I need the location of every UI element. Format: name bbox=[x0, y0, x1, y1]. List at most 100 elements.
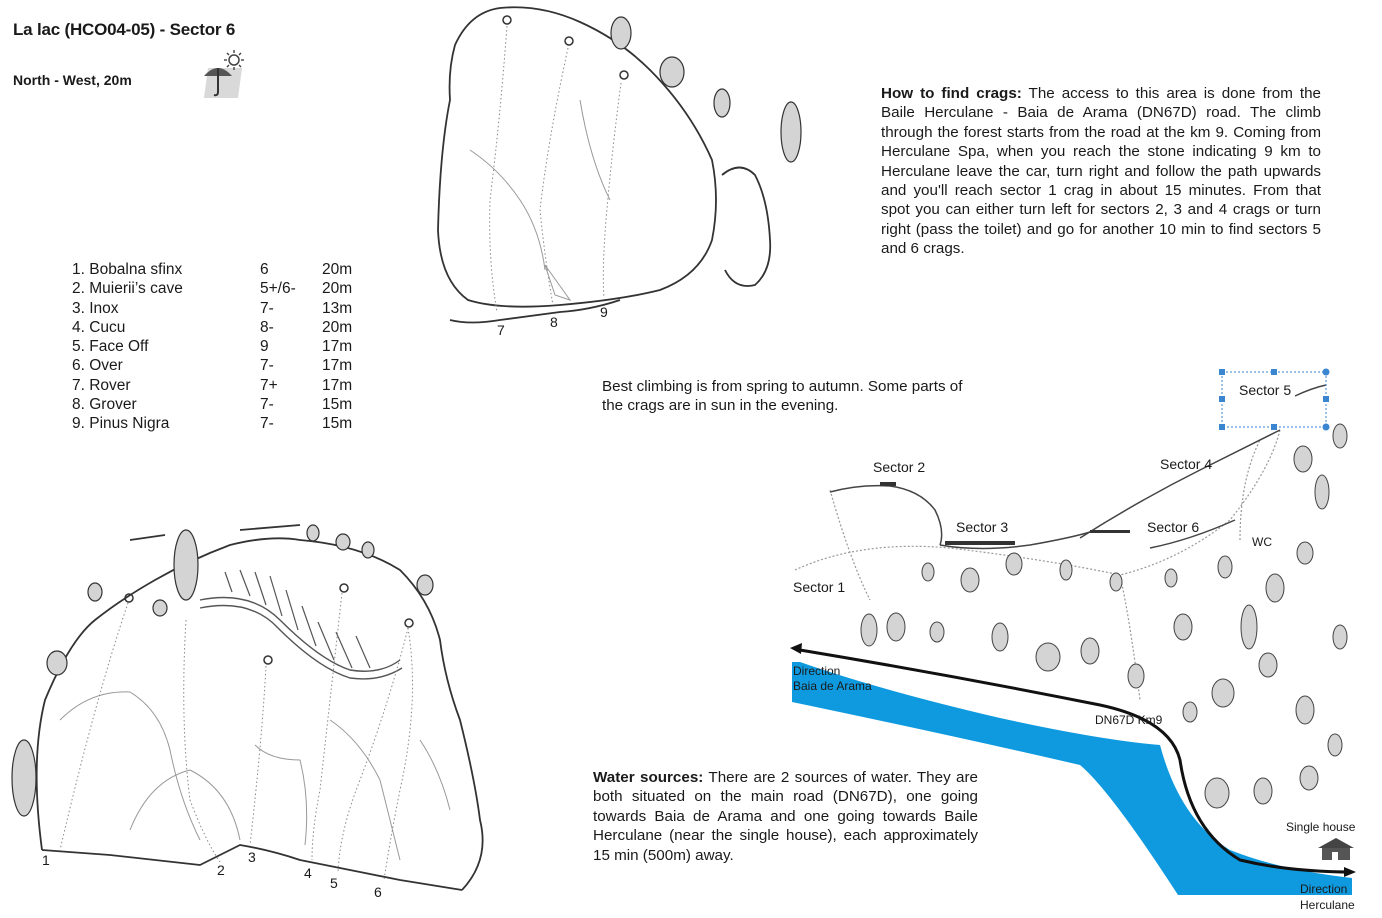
route-length: 20m bbox=[322, 318, 353, 336]
upper-route-lines bbox=[489, 25, 622, 313]
selection-handle-icon bbox=[1322, 368, 1330, 376]
route-grade: 6 bbox=[260, 261, 269, 278]
tree-icon bbox=[929, 621, 945, 643]
tree-icon bbox=[11, 739, 37, 817]
route-number-label: 7 bbox=[497, 322, 505, 338]
access-paths bbox=[794, 429, 1281, 701]
crag-highlights bbox=[880, 482, 1130, 545]
route-length: 17m bbox=[322, 376, 353, 394]
tree-icon bbox=[960, 567, 980, 593]
tree-icon bbox=[713, 88, 731, 118]
route-grade: 7- bbox=[260, 299, 274, 317]
tree-icon bbox=[361, 541, 375, 559]
tree-icon bbox=[1240, 604, 1258, 650]
how-to-find-heading: How to find crags: bbox=[881, 85, 1022, 102]
direction-baia-label-1: Direction bbox=[793, 664, 840, 678]
route-length: 17m bbox=[322, 338, 353, 356]
tree-icon bbox=[1327, 733, 1343, 757]
selection-handle-icon bbox=[1219, 396, 1225, 402]
lower-ledge-band bbox=[199, 596, 403, 680]
direction-herculane-label-1: Direction bbox=[1300, 882, 1347, 896]
route-table: 1. Bobalna sfinx 6 20m 2. Muierii’s cave 5+… bbox=[72, 260, 352, 434]
route-name: 7. Rover bbox=[72, 376, 131, 394]
sector-5-selection-box bbox=[1219, 368, 1330, 431]
anchor-icon bbox=[404, 618, 414, 628]
tree-icon bbox=[1332, 423, 1348, 449]
tree-icon bbox=[1314, 474, 1330, 510]
aspect-subtitle: North - West, 20m bbox=[13, 72, 132, 88]
best-climbing-paragraph: Best climbing is from spring to autumn. … bbox=[602, 378, 963, 415]
route-length: 17m bbox=[322, 357, 353, 375]
tree-icon bbox=[1296, 541, 1314, 565]
road-km-label: DN67D Km9 bbox=[1095, 713, 1163, 727]
anchor-icon bbox=[124, 593, 134, 603]
selection-handle-icon bbox=[1271, 369, 1277, 375]
selection-handle-icon bbox=[1322, 423, 1330, 431]
route-name: 1. Bobalna sfinx bbox=[72, 261, 183, 278]
sun-icon bbox=[224, 50, 244, 70]
route-name: 5. Face Off bbox=[72, 338, 149, 356]
route-number-label: 4 bbox=[304, 865, 312, 881]
tree-icon bbox=[659, 56, 685, 88]
direction-herculane-label-2: Herculane bbox=[1300, 898, 1355, 912]
tree-icon bbox=[780, 101, 802, 163]
route-grade: 7+ bbox=[260, 376, 278, 394]
tree-icon bbox=[1164, 568, 1178, 588]
tree-icon bbox=[416, 574, 434, 596]
route-name: 3. Inox bbox=[72, 299, 119, 317]
tree-icon bbox=[1109, 572, 1123, 592]
tree-icon bbox=[87, 582, 103, 602]
route-length: 15m bbox=[322, 415, 353, 433]
lower-anchor-icons bbox=[124, 583, 414, 665]
route-row: 1. Bobalna sfinx 6 20m bbox=[72, 260, 352, 279]
anchor-icon bbox=[502, 15, 512, 25]
route-name: 6. Over bbox=[72, 357, 123, 375]
route-name: 4. Cucu bbox=[72, 318, 126, 336]
water-sources-paragraph: Water sources: There are 2 sources of wa… bbox=[593, 768, 978, 865]
wc-label: WC bbox=[1252, 535, 1272, 549]
route-number-label: 5 bbox=[330, 875, 338, 891]
selection-handle-icon bbox=[1323, 396, 1329, 402]
upper-anchor-icons bbox=[502, 15, 629, 80]
how-to-find-paragraph: How to find crags: The access to this ar… bbox=[881, 84, 1321, 259]
route-grade: 7- bbox=[260, 396, 274, 414]
route-name: 2. Muierii’s cave bbox=[72, 280, 183, 298]
tree-icon bbox=[1080, 637, 1100, 665]
tree-icon bbox=[1295, 695, 1315, 725]
upper-crag-outline bbox=[437, 6, 772, 324]
anchor-icon bbox=[619, 70, 629, 80]
lower-tree-icons bbox=[11, 524, 434, 817]
tree-icon bbox=[1059, 559, 1073, 581]
tree-icon bbox=[335, 533, 351, 551]
route-row: 7. Rover 7+ 17m bbox=[72, 376, 352, 395]
route-number-label: 1 bbox=[42, 852, 50, 868]
tree-icon bbox=[173, 529, 199, 601]
single-house-label: Single house bbox=[1286, 820, 1356, 834]
tree-icon bbox=[1253, 777, 1273, 805]
route-number-label: 8 bbox=[550, 314, 558, 330]
tree-icon bbox=[152, 599, 168, 617]
sector-3-label: Sector 3 bbox=[956, 519, 1008, 535]
sector-4-label: Sector 4 bbox=[1160, 456, 1212, 472]
tree-icon bbox=[1005, 552, 1023, 576]
map-tree-icons bbox=[860, 423, 1348, 809]
tree-icon bbox=[1258, 652, 1278, 678]
tree-icon bbox=[1211, 678, 1235, 708]
tree-icon bbox=[46, 650, 68, 676]
tree-icon bbox=[1035, 642, 1061, 672]
route-number-label: 2 bbox=[217, 862, 225, 878]
route-grade: 5+/6- bbox=[260, 280, 296, 298]
route-number-label: 9 bbox=[600, 304, 608, 320]
lower-crag-outline bbox=[35, 524, 484, 891]
sector-6-label: Sector 6 bbox=[1147, 519, 1199, 535]
single-house-icon bbox=[1318, 838, 1354, 860]
upper-rock-features bbox=[469, 99, 611, 301]
route-grade: 9 bbox=[260, 338, 269, 356]
anchor-icon bbox=[339, 583, 349, 593]
route-length: 20m bbox=[322, 261, 353, 278]
tree-icon bbox=[1173, 613, 1193, 641]
anchor-icon bbox=[263, 655, 273, 665]
tree-icon bbox=[860, 613, 878, 647]
